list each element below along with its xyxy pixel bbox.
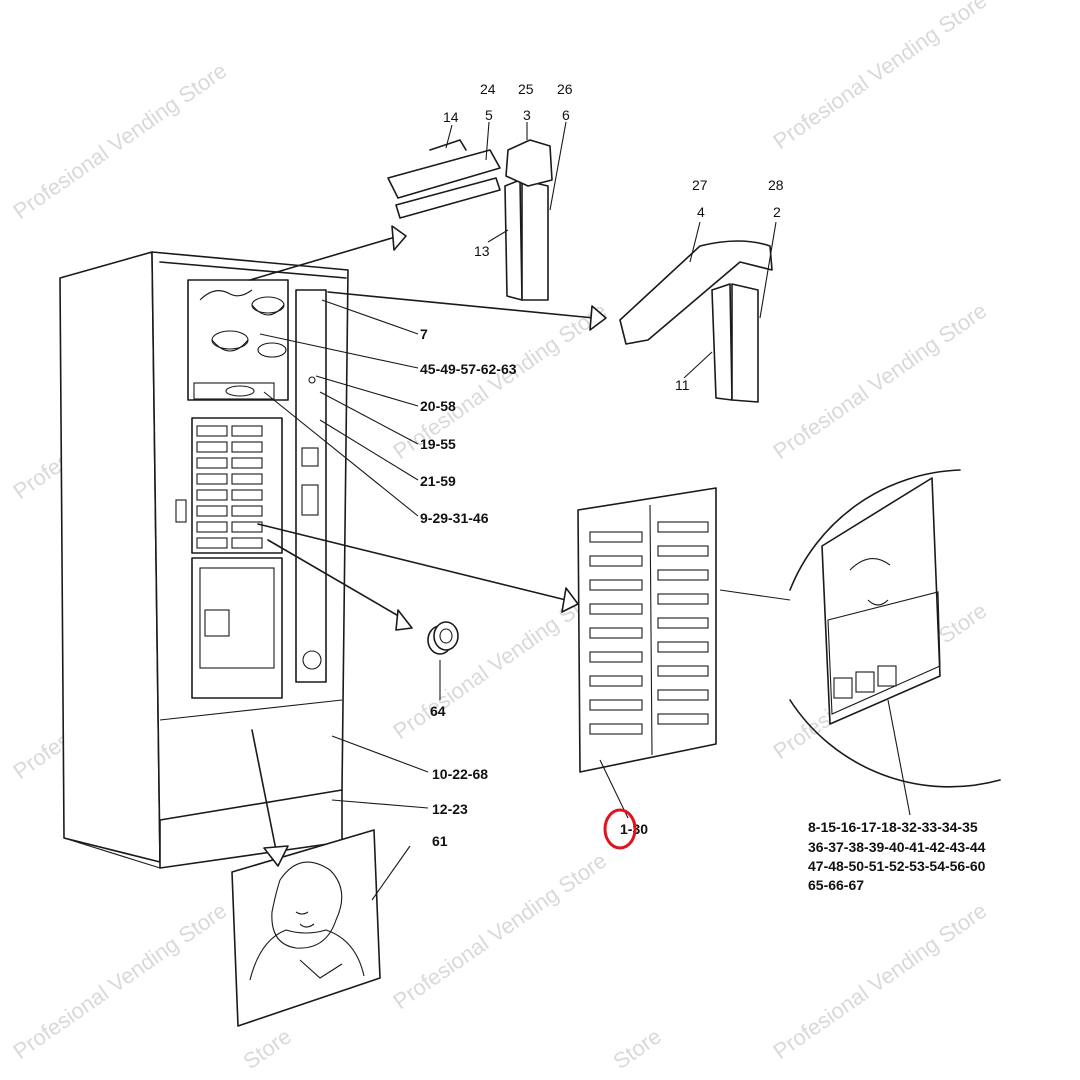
highlight-circle: [603, 808, 637, 850]
arrow-handle-detail: [327, 291, 607, 331]
callout-10: 10-22-68: [432, 766, 488, 782]
handle-profile-detail: [619, 240, 773, 403]
callout-28: 28: [768, 177, 784, 193]
arrow-button-cap: [267, 539, 413, 631]
callout-9: 9-29-31-46: [420, 510, 489, 526]
watermark-text: Profesional Vending Store: [389, 848, 612, 1014]
label-pocket-zoom: [719, 469, 1001, 816]
arrow-label-sheet: [257, 523, 579, 613]
callout-61: 61: [432, 833, 448, 849]
selection-label-sheet: [577, 487, 717, 773]
callout-5: 5: [485, 107, 493, 123]
callout-labels: 14 24 5 25 3 26 6 13 27 4 28 2 11 7 45-4…: [420, 81, 986, 893]
callout-12: 12-23: [432, 801, 468, 817]
callout-27: 27: [692, 177, 708, 193]
callout-24: 24: [480, 81, 496, 97]
parts-list-line-3: 47-48-50-51-52-53-54-56-60: [808, 858, 986, 874]
parts-list-line-4: 65-66-67: [808, 877, 864, 893]
watermark-text: Profesional Vending Store: [9, 58, 232, 224]
watermark-text: Profesional Vending Store: [769, 298, 992, 464]
parts-list-line-2: 36-37-38-39-40-41-42-43-44: [808, 839, 986, 855]
callout-20: 20-58: [420, 398, 456, 414]
button-cap: [427, 621, 459, 655]
parts-list-line-1: 8-15-16-17-18-32-33-34-35: [808, 819, 978, 835]
callout-11: 11: [675, 377, 690, 393]
callout-4: 4: [697, 204, 705, 220]
callout-45: 45-49-57-62-63: [420, 361, 517, 377]
callout-19: 19-55: [420, 436, 456, 452]
arrow-poster: [251, 729, 289, 867]
vending-machine: [59, 251, 349, 869]
callout-64: 64: [430, 703, 446, 719]
callout-25: 25: [518, 81, 534, 97]
callout-2: 2: [773, 204, 781, 220]
watermark-text: Store: [609, 1023, 666, 1074]
door-profile-detail: [387, 139, 553, 301]
callout-21: 21-59: [420, 473, 456, 489]
callout-7: 7: [420, 326, 428, 342]
front-poster: [231, 829, 381, 1027]
watermark-text: Store: [239, 1023, 296, 1074]
callout-13: 13: [474, 243, 490, 259]
callout-6: 6: [562, 107, 570, 123]
callout-26: 26: [557, 81, 573, 97]
watermark-text: Profesional Vending Store: [769, 0, 992, 154]
arrow-top-detail: [249, 225, 407, 281]
watermark-text: Profesional Vending Store: [769, 898, 992, 1064]
watermark-text: Profesional Vending Store: [9, 898, 232, 1064]
callout-14: 14: [443, 109, 459, 125]
leader-lines: [259, 121, 777, 901]
callout-3: 3: [523, 107, 531, 123]
